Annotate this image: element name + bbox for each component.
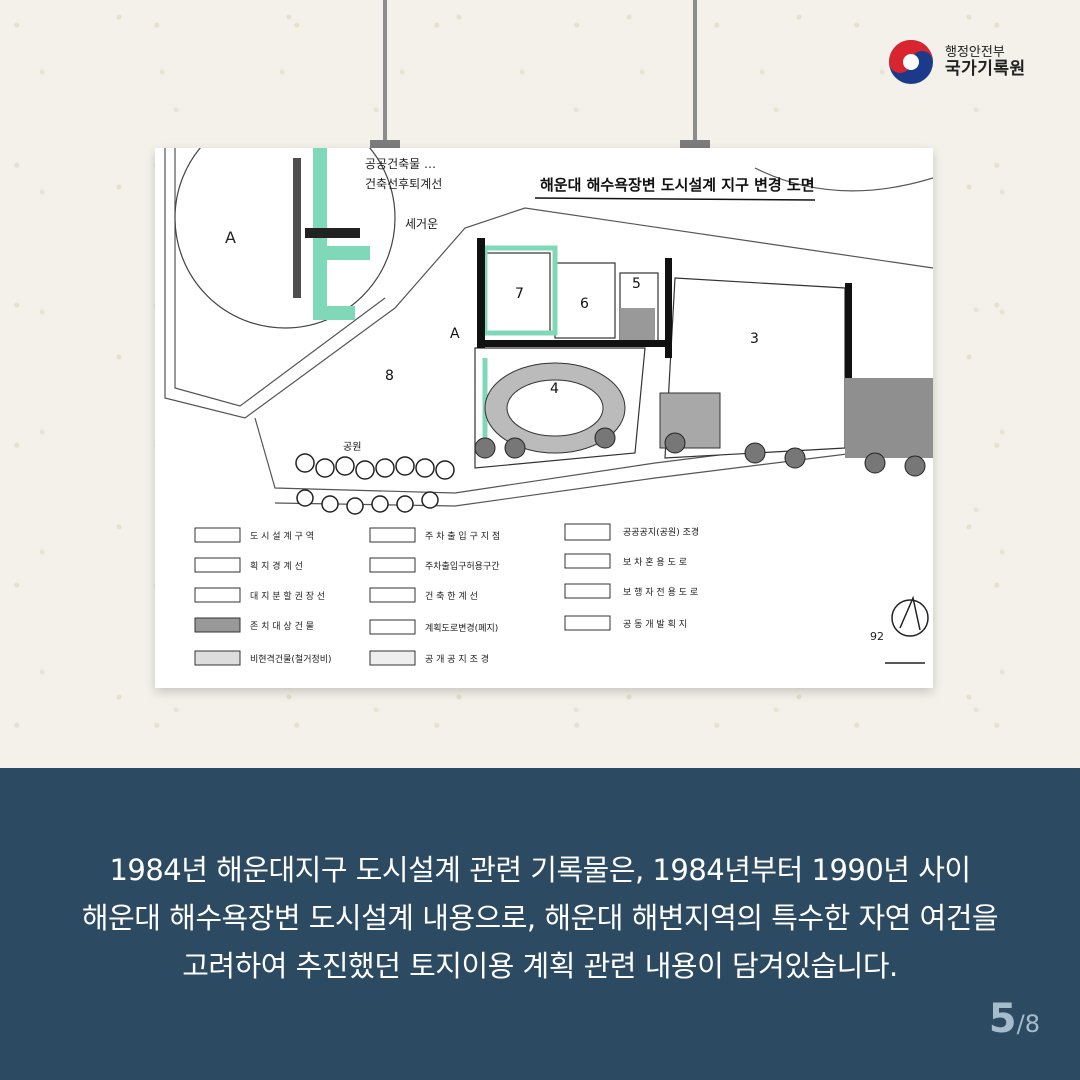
total-pages: 8 (1024, 1010, 1040, 1038)
caption-line-3: 고려하여 추진했던 토지이용 계획 관련 내용이 담겨있습니다. (182, 949, 898, 983)
caption-line-1: 1984년 해운대지구 도시설계 관련 기록물은, 1984년부터 1990년 … (109, 853, 971, 887)
page-indicator: 5/8 (989, 996, 1040, 1042)
clip-right (680, 140, 710, 150)
drawing-title: 해운대 해수욕장변 도시설계 지구 변경 도면 (540, 176, 815, 194)
label-block-3: 3 (750, 331, 759, 347)
urban-plan-drawing: A 공공건축물 … 건축선후퇴계선 세거운 해운대 해수욕장변 도시설계 지구 … (155, 148, 933, 688)
legend-item-1: 획 지 경 계 선 (250, 560, 303, 572)
label-block-7: 7 (515, 286, 524, 302)
label-block-4: 4 (550, 381, 559, 397)
svg-text:세거운: 세거운 (405, 217, 438, 231)
label-block-8: 8 (385, 368, 394, 384)
ministry-name: 행정안전부 (945, 44, 1005, 60)
archive-name: 국가기록원 (945, 58, 1026, 79)
legend-item-3: 존 치 대 상 건 물 (250, 620, 314, 632)
legend-item-13: 공 동 개 발 획 지 (623, 618, 687, 630)
agency-logo: 행정안전부 국가기록원 (887, 38, 1026, 86)
hanging-wire-right (693, 0, 697, 142)
clip-left (370, 140, 400, 150)
page-separator: / (1016, 1010, 1025, 1038)
sheet-number: 92 (870, 630, 884, 643)
legend-item-6: 주차출입구허용구간 (425, 560, 500, 572)
label-a2: A (450, 326, 460, 342)
svg-text:건축선후퇴계선: 건축선후퇴계선 (365, 177, 442, 191)
legend-item-2: 대 지 분 할 권 장 선 (250, 590, 325, 602)
legend-item-0: 도 시 설 계 구 역 (250, 530, 314, 542)
legend-item-11: 보 차 혼 용 도 로 (623, 556, 687, 568)
legend-item-7: 건 축 한 계 선 (425, 590, 478, 602)
inset-label-a: A (225, 228, 236, 247)
caption-line-2: 해운대 해수욕장변 도시설계 내용으로, 해운대 해변지역의 특수한 자연 여건… (81, 901, 999, 935)
legend-item-4: 비현격건물(철거정비) (250, 653, 332, 665)
caption-panel (0, 768, 1080, 1080)
legend-item-10: 공공공지(공원) 조경 (623, 526, 699, 538)
legend-item-12: 보 행 자 전 용 도 로 (623, 586, 698, 598)
legend-item-5: 주 차 출 입 구 지 점 (425, 530, 500, 542)
legend-item-9: 공 개 공 지 조 경 (425, 653, 489, 665)
caption-text: 1984년 해운대지구 도시설계 관련 기록물은, 1984년부터 1990년 … (40, 846, 1040, 990)
hanging-wire-left (383, 0, 387, 142)
label-block-6: 6 (580, 296, 589, 312)
label-park: 공원 (343, 441, 361, 453)
legend-item-8: 계획도로변경(폐지) (425, 622, 498, 634)
label-block-5: 5 (632, 276, 641, 292)
current-page: 5 (988, 996, 1017, 1042)
taegeuk-icon (889, 40, 933, 84)
svg-text:공공건축물 …: 공공건축물 … (365, 157, 436, 171)
